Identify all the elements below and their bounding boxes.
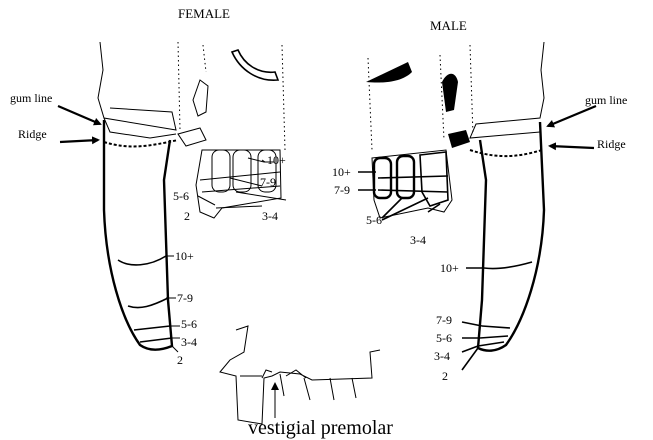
male-nasal-fill	[442, 74, 458, 112]
female-tooth	[212, 150, 230, 192]
female-jaw-age-line	[118, 256, 166, 265]
male-ridge-label: Ridge	[597, 137, 626, 151]
female-skull-outline	[98, 42, 176, 130]
female-tooth-label: 7-9	[260, 175, 276, 189]
male-tooth-block	[372, 150, 452, 218]
female-jaw-label: 7-9	[177, 291, 193, 305]
female-mandible	[104, 120, 172, 350]
male-tooth-label: 7-9	[334, 183, 350, 197]
male-tooth-label: 5-6	[366, 213, 382, 227]
female-jaw-label: 5-6	[181, 317, 197, 331]
female-tooth-label: 3-4	[262, 209, 278, 223]
male-jaw-age-line	[484, 262, 532, 269]
female-tooth-label: 5-6	[173, 189, 189, 203]
male-jaw-label: 5-6	[436, 331, 452, 345]
female-jaw-label: 2	[177, 353, 183, 367]
male-title: MALE	[430, 18, 467, 33]
male-teeth	[374, 152, 448, 206]
male-orbit	[366, 62, 412, 83]
female-jaw-label: 10+	[175, 249, 194, 263]
bottom-tooth-outline	[220, 326, 380, 424]
male-panel: MALE gum line Ridge	[332, 18, 627, 383]
vestigial-premolar-caption: vestigial premolar	[248, 417, 393, 439]
male-jaw-label: 7-9	[436, 313, 452, 327]
female-tooth	[233, 150, 251, 192]
female-tooth-label: 2	[184, 209, 190, 223]
female-orbit	[232, 50, 278, 80]
female-ridge-label: Ridge	[18, 127, 47, 141]
bottom-tooth-row: vestigial premolar	[220, 326, 393, 439]
female-ridge-arrow	[60, 140, 98, 142]
male-ridge-arrow	[550, 146, 594, 148]
male-nasal-lines	[368, 58, 372, 150]
female-title: FEMALE	[178, 6, 230, 21]
male-skull-outline	[470, 42, 544, 138]
female-gum-arrow	[58, 106, 100, 124]
female-gum-line-label: gum line	[10, 91, 52, 105]
male-jaw-label: 10+	[440, 261, 459, 275]
male-tooth-label: 10+	[332, 165, 351, 179]
female-tooth-label: 10+	[267, 153, 286, 167]
female-panel: FEMALE gum	[10, 6, 286, 367]
male-gum-line-label: gum line	[585, 93, 627, 107]
male-tooth-label: 3-4	[410, 233, 426, 247]
female-ridge-line	[104, 140, 178, 146]
male-gum-arrow	[548, 106, 596, 126]
female-nasal-lines	[178, 42, 180, 130]
male-jaw-label: 3-4	[434, 349, 450, 363]
male-jaw-label: 2	[442, 369, 448, 383]
female-jaw-label: 3-4	[181, 335, 197, 349]
